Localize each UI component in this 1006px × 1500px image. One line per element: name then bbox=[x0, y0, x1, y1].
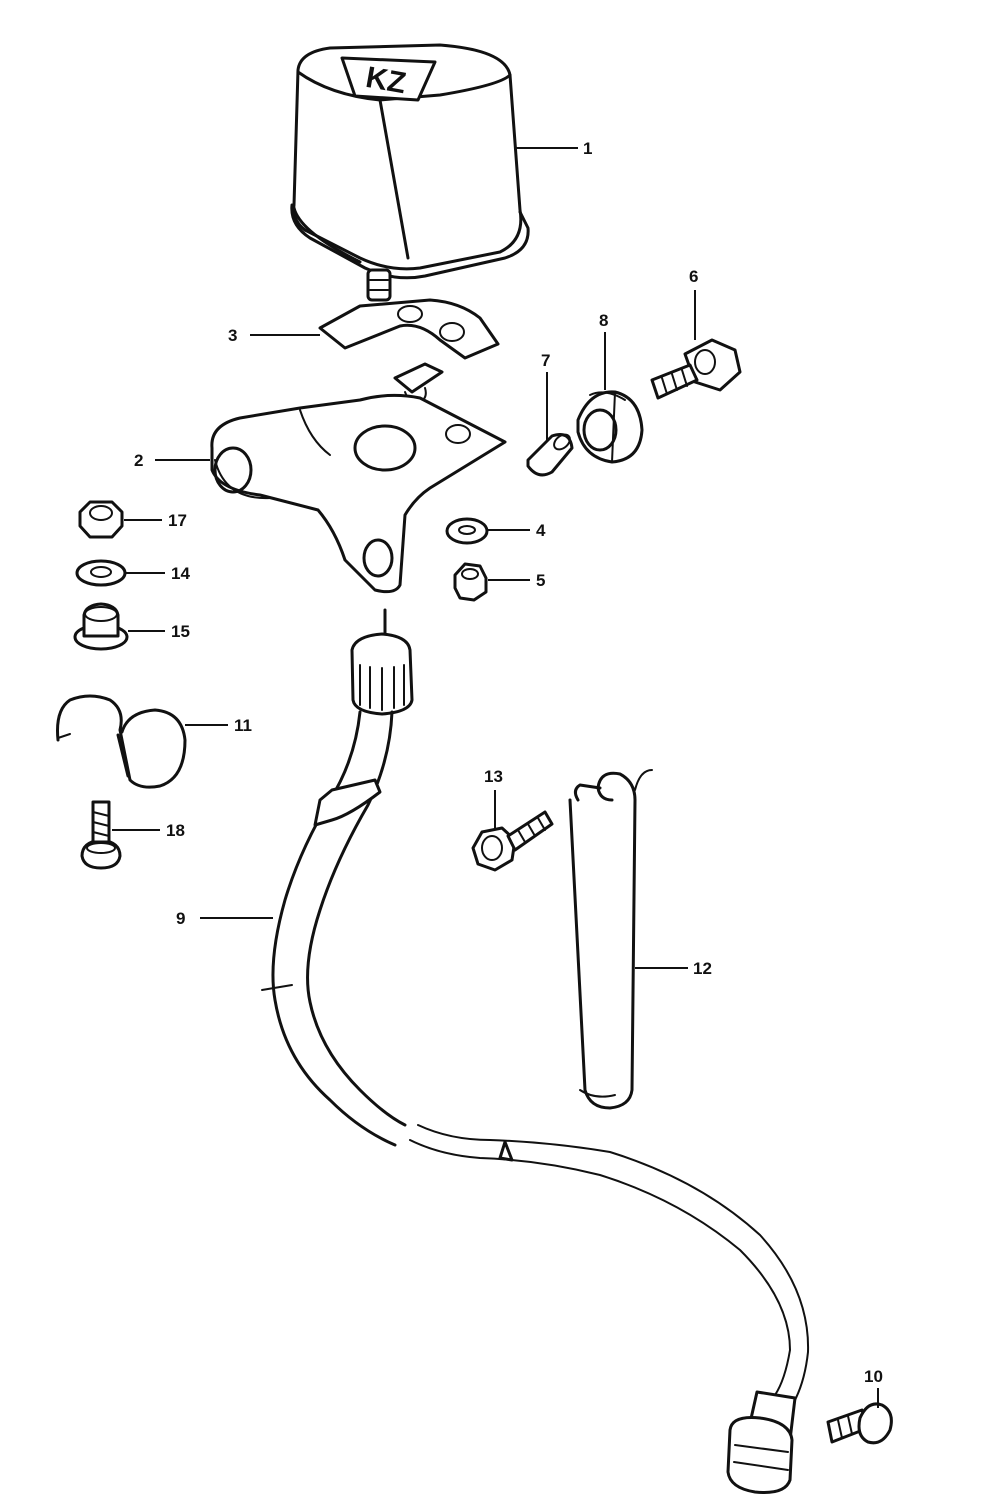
part-8-grommet bbox=[576, 390, 644, 464]
callout-11: 11 bbox=[234, 716, 252, 735]
callout-9: 9 bbox=[176, 909, 185, 928]
part-5-nut bbox=[453, 562, 488, 602]
callout-13: 13 bbox=[484, 767, 503, 786]
part-14-washer bbox=[75, 559, 127, 587]
part-1-relay-housing: KZ bbox=[290, 43, 530, 302]
callout-4: 4 bbox=[536, 521, 546, 540]
part-10-screw bbox=[826, 1402, 893, 1445]
part-4-washer bbox=[445, 517, 489, 545]
callout-3: 3 bbox=[228, 326, 237, 345]
part-11-spring-clip bbox=[56, 694, 187, 789]
callout-labels: 1 2 3 4 5 6 7 8 9 10 11 12 13 14 15 17 1… bbox=[134, 139, 883, 1386]
part-6-bolt bbox=[650, 338, 742, 400]
callout-15: 15 bbox=[171, 622, 190, 641]
part-13-bolt bbox=[471, 810, 554, 872]
callout-5: 5 bbox=[536, 571, 545, 590]
callout-14: 14 bbox=[171, 564, 190, 583]
part-7-pin bbox=[526, 433, 574, 477]
callout-8: 8 bbox=[599, 311, 608, 330]
callout-1: 1 bbox=[583, 139, 592, 158]
callout-7: 7 bbox=[541, 351, 550, 370]
callout-10: 10 bbox=[864, 1367, 883, 1386]
leader-lines bbox=[112, 147, 879, 1408]
part-12-long-clip bbox=[568, 769, 653, 1110]
part-15-bushing bbox=[73, 602, 129, 651]
housing-stamp-text: KZ bbox=[363, 61, 408, 100]
callout-18: 18 bbox=[166, 821, 185, 840]
part-9-cable bbox=[261, 608, 810, 1494]
callout-2: 2 bbox=[134, 451, 143, 470]
part-17-nut bbox=[78, 500, 124, 539]
part-18-screw bbox=[80, 800, 122, 870]
part-3-terminal-plate bbox=[318, 298, 500, 404]
callout-17: 17 bbox=[168, 511, 187, 530]
part-2-bracket bbox=[210, 393, 507, 594]
callout-12: 12 bbox=[693, 959, 712, 978]
callout-6: 6 bbox=[689, 267, 698, 286]
